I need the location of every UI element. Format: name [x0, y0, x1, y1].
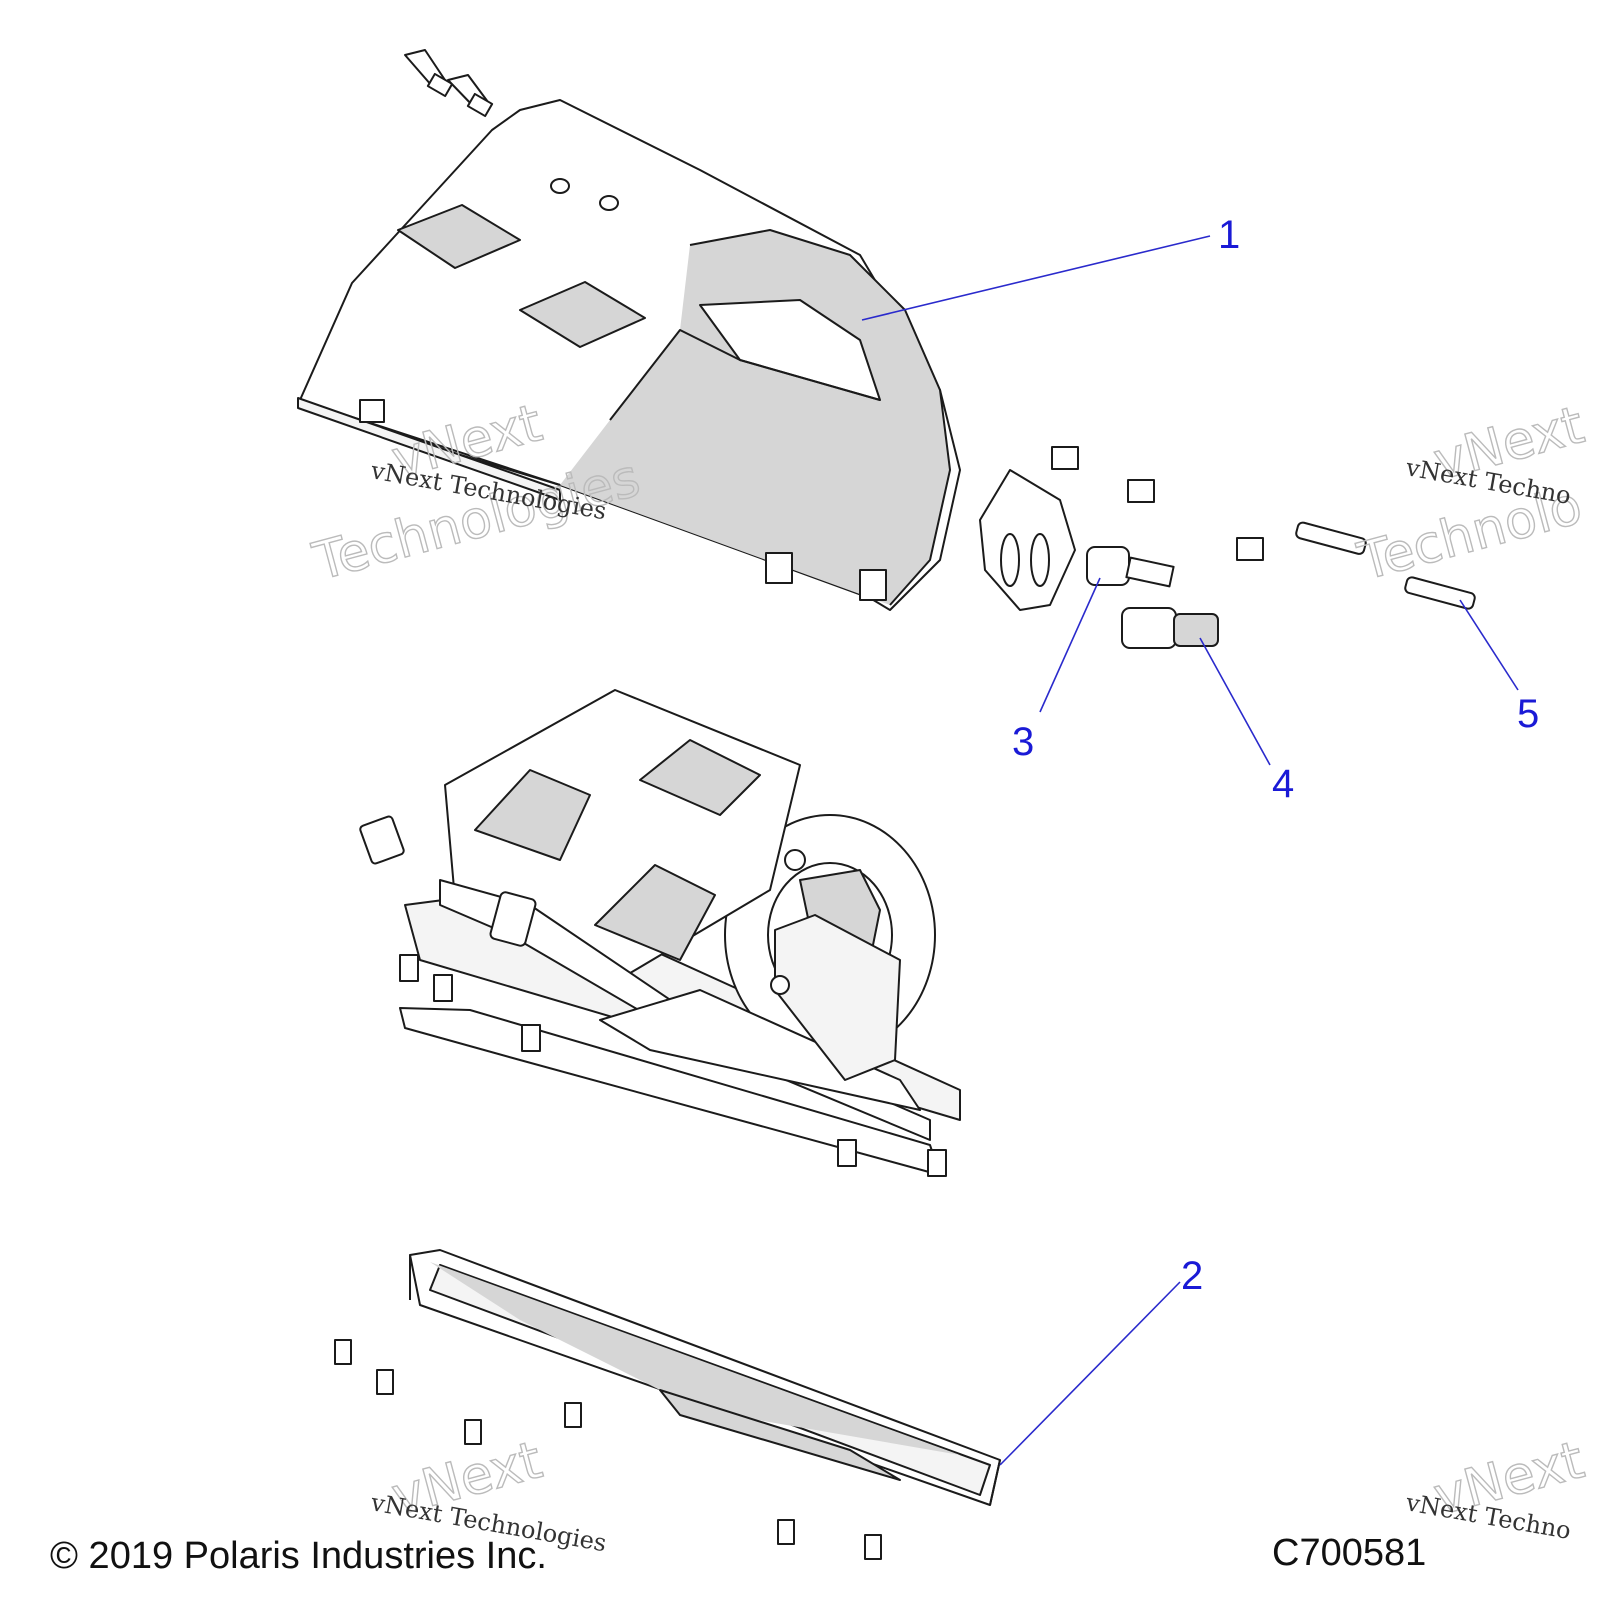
pin-part-5: [1295, 521, 1367, 555]
hose-fittings-group: [979, 446, 1476, 649]
callout-2: 2: [1181, 1254, 1203, 1298]
fitting-part-4: [1121, 607, 1177, 649]
watermark-bottom-right: vNext vNext Techno: [1403, 1430, 1591, 1545]
cover-screws: [404, 49, 494, 118]
leader-lines: [861, 235, 1519, 1466]
callout-1: 1: [1218, 213, 1240, 257]
fitting-part-3: [1086, 546, 1130, 586]
watermark-right: vNext Technolo vNext Techno: [1351, 395, 1591, 594]
filter-tray-part-2: [334, 1249, 1001, 1560]
callout-labels: 1 2 3 4 5: [1012, 213, 1539, 1298]
drawing-number: C700581: [1272, 1532, 1426, 1574]
copyright-text: © 2019 Polaris Industries Inc.: [50, 1535, 547, 1577]
callout-4: 4: [1272, 762, 1294, 806]
blower-heater-assembly: [359, 689, 961, 1177]
housing-cover-part-1: [297, 99, 961, 611]
callout-3: 3: [1012, 720, 1034, 764]
callout-5: 5: [1517, 692, 1539, 736]
